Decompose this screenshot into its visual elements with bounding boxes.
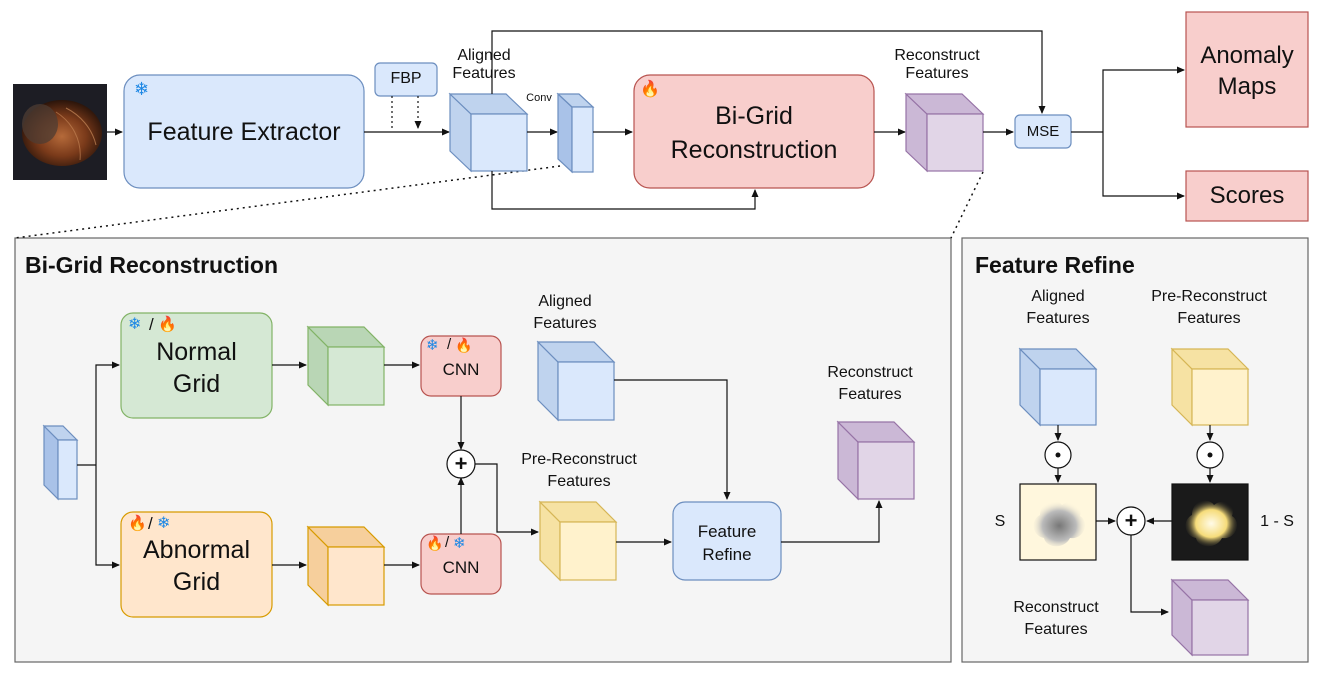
snowflake-icon: ❄: [134, 79, 150, 99]
refine-aligned-cube: [1018, 347, 1098, 427]
abnormal-grid-feature-cube: [306, 525, 386, 607]
normal-grid-feature-cube: [306, 325, 386, 407]
feature-refine-label-line1: Feature: [697, 522, 757, 541]
bigrid-panel-title: Bi-Grid Reconstruction: [25, 252, 279, 278]
slash-separator: /: [445, 534, 450, 551]
fbp-box: [374, 62, 438, 97]
feature-refine-panel: [961, 237, 1309, 663]
snowflake-icon: ❄: [128, 316, 142, 333]
abnormal-grid-label-line1: Abnormal: [143, 536, 250, 564]
fire-icon: 🔥: [455, 337, 473, 353]
mask-one-minus-s-image: [1171, 483, 1249, 561]
fire-icon: 🔥: [158, 316, 177, 333]
refine-pre-reconstruct-features-label: Pre-Reconstruct Features: [1151, 288, 1267, 328]
slash-separator: /: [148, 514, 153, 533]
reconstruct-features-cube-panel: [836, 420, 916, 501]
anomaly-maps-box: [1185, 11, 1309, 128]
aligned-features-cube-panel: [536, 340, 616, 422]
pre-reconstruct-features-cube-panel: [538, 500, 618, 582]
pre-reconstruct-features-label-panel: Pre-Reconstruct Features: [521, 451, 637, 491]
slash-separator: /: [149, 315, 154, 334]
normal-grid-label-line1: Normal: [156, 338, 237, 366]
feature-refine-box: [672, 501, 782, 581]
mse-label: MSE: [1026, 123, 1060, 140]
plus-symbol-bigrid: +: [454, 451, 468, 476]
one-minus-s-label: 1 - S: [1260, 513, 1294, 530]
fire-icon: 🔥: [426, 535, 444, 551]
bigrid-reconstruction-box: [633, 74, 875, 189]
bigrid-recon-label-line2: Reconstruction: [670, 136, 838, 164]
snowflake-icon: ❄: [426, 337, 439, 354]
fbp-label: FBP: [390, 70, 422, 87]
reconstruct-features-label-panel: Reconstruct Features: [827, 364, 913, 404]
mask-s-image: [1019, 483, 1097, 561]
fire-icon: 🔥: [128, 515, 147, 532]
normal-grid-label-line2: Grid: [172, 370, 221, 398]
refine-pre-reconstruct-cube: [1170, 347, 1250, 427]
plus-symbol-refine: +: [1124, 508, 1138, 533]
s-label: S: [994, 513, 1006, 530]
aligned-features-label-panel: Aligned Features: [533, 293, 597, 333]
cnn-top-label: CNN: [442, 360, 480, 379]
cnn-bottom-label: CNN: [442, 558, 480, 577]
scores-box: [1185, 170, 1309, 222]
slash-separator: /: [447, 336, 452, 353]
conv-slab: [556, 92, 595, 174]
reconstruct-features-label-top: Reconstruct Features: [894, 47, 980, 83]
feature-extractor-label: Feature Extractor: [147, 118, 341, 146]
input-image: [13, 84, 107, 180]
conv-label: Conv: [526, 92, 552, 104]
bigrid-input-slab: [42, 424, 79, 501]
scores-label: Scores: [1209, 182, 1285, 209]
fire-icon: 🔥: [640, 81, 660, 98]
refine-aligned-features-label: Aligned Features: [1026, 288, 1090, 328]
feature-refine-panel-title: Feature Refine: [975, 252, 1135, 278]
aligned-features-label-top: Aligned Features: [452, 47, 516, 83]
abnormal-grid-label-line2: Grid: [172, 568, 221, 596]
refine-reconstruct-cube: [1170, 578, 1250, 657]
reconstruct-features-cube-top: [904, 92, 985, 173]
refine-reconstruct-features-label: Reconstruct Features: [1013, 599, 1099, 639]
bigrid-recon-label-line1: Bi-Grid: [715, 102, 793, 130]
aligned-features-cube-top: [448, 92, 529, 173]
snowflake-icon: ❄: [453, 535, 466, 552]
feature-refine-label-line2: Refine: [702, 545, 752, 564]
anomaly-maps-label: Anomaly Maps: [1200, 42, 1294, 101]
snowflake-icon: ❄: [157, 515, 171, 532]
